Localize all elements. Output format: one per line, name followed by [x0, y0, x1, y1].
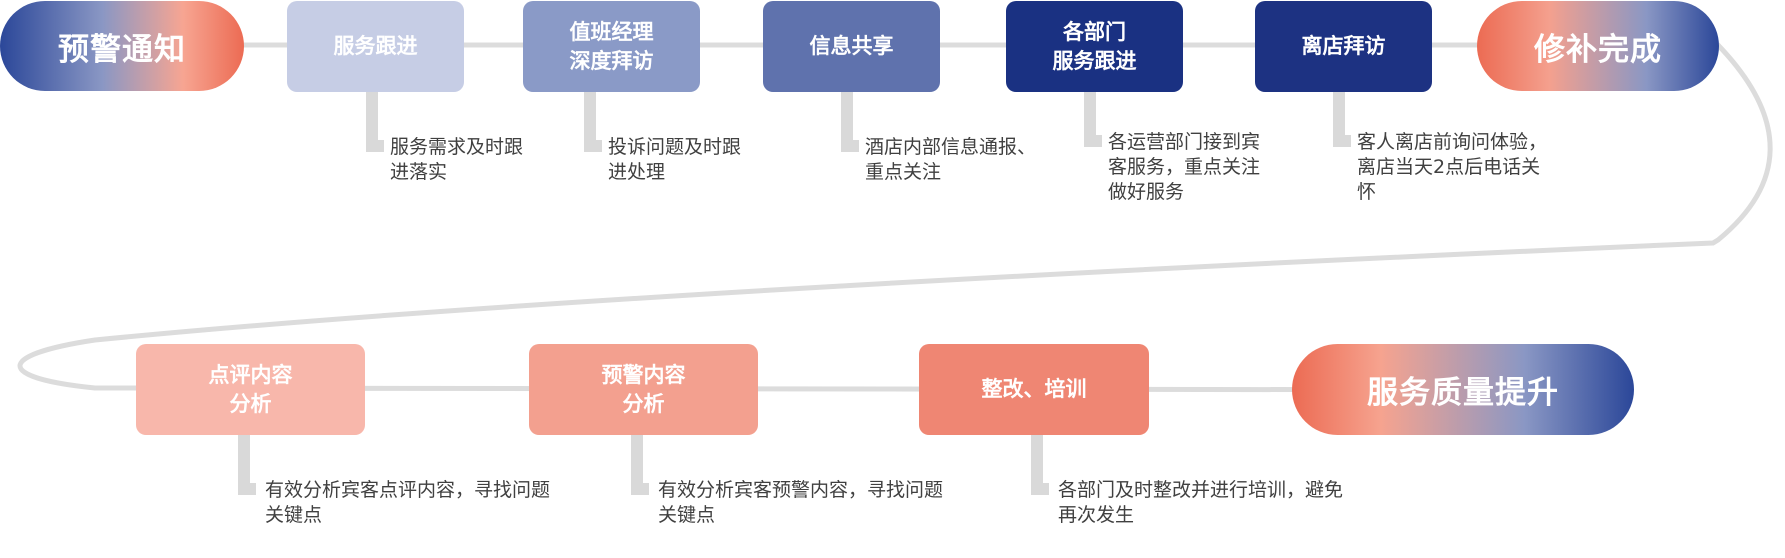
stem	[1333, 92, 1345, 147]
end-node: 服务质量提升	[1292, 344, 1634, 435]
step-rectify-training: 整改、培训	[919, 344, 1149, 435]
step-label: 预警内容 分析	[601, 362, 686, 416]
stem-foot	[841, 140, 859, 152]
step-description: 酒店内部信息通报、 重点关注	[865, 136, 1037, 183]
step-dept-followup: 各部门 服务跟进	[1006, 1, 1183, 92]
step-label: 各部门 服务跟进	[1052, 19, 1137, 73]
stem-foot	[238, 483, 256, 495]
step-info-share: 信息共享	[763, 1, 940, 92]
step-label: 点评内容 分析	[208, 362, 293, 416]
stem-foot	[1084, 135, 1102, 147]
stem	[1084, 92, 1096, 147]
stem	[631, 435, 643, 495]
step-description: 各部门及时整改并进行培训，避免 再次发生	[1058, 479, 1344, 526]
step-label: 离店拜访	[1301, 34, 1386, 58]
step-description: 投诉问题及时跟 进处理	[608, 136, 742, 183]
repair-complete-label: 修补完成	[1534, 31, 1662, 68]
step-review-analysis: 点评内容 分析	[136, 344, 365, 435]
connector-path	[17, 42, 1773, 393]
step-description: 有效分析宾客预警内容，寻找问题 关键点	[658, 479, 944, 526]
step-service-followup: 服务跟进	[287, 1, 464, 92]
stem	[584, 92, 596, 152]
stem	[841, 92, 853, 152]
end-node-label: 服务质量提升	[1367, 375, 1559, 411]
stem	[1031, 435, 1043, 495]
step-label: 整改、培训	[981, 377, 1087, 401]
stem	[238, 435, 250, 495]
step-description: 客人离店前询问体验， 离店当天2点后电话关 怀	[1357, 131, 1548, 203]
step-label: 服务跟进	[333, 34, 418, 58]
step-warning-analysis: 预警内容 分析	[529, 344, 758, 435]
step-description: 各运营部门接到宾 客服务，重点关注 做好服务	[1108, 131, 1261, 203]
stem-foot	[584, 140, 602, 152]
start-node-label: 预警通知	[58, 31, 186, 68]
start-node: 预警通知	[0, 1, 244, 91]
step-description: 有效分析宾客点评内容，寻找问题 关键点	[265, 479, 551, 526]
step-label: 值班经理 深度拜访	[569, 19, 654, 73]
stem-foot	[366, 140, 384, 152]
step-label: 信息共享	[809, 34, 894, 58]
step-checkout-visit: 离店拜访	[1255, 1, 1432, 92]
stem-foot	[1031, 483, 1049, 495]
stem-foot	[631, 483, 649, 495]
step-description: 服务需求及时跟 进落实	[390, 136, 524, 183]
stem-foot	[1333, 135, 1351, 147]
stem	[366, 92, 378, 152]
step-manager-visit: 值班经理 深度拜访	[523, 1, 700, 92]
repair-complete-node: 修补完成	[1477, 1, 1719, 91]
